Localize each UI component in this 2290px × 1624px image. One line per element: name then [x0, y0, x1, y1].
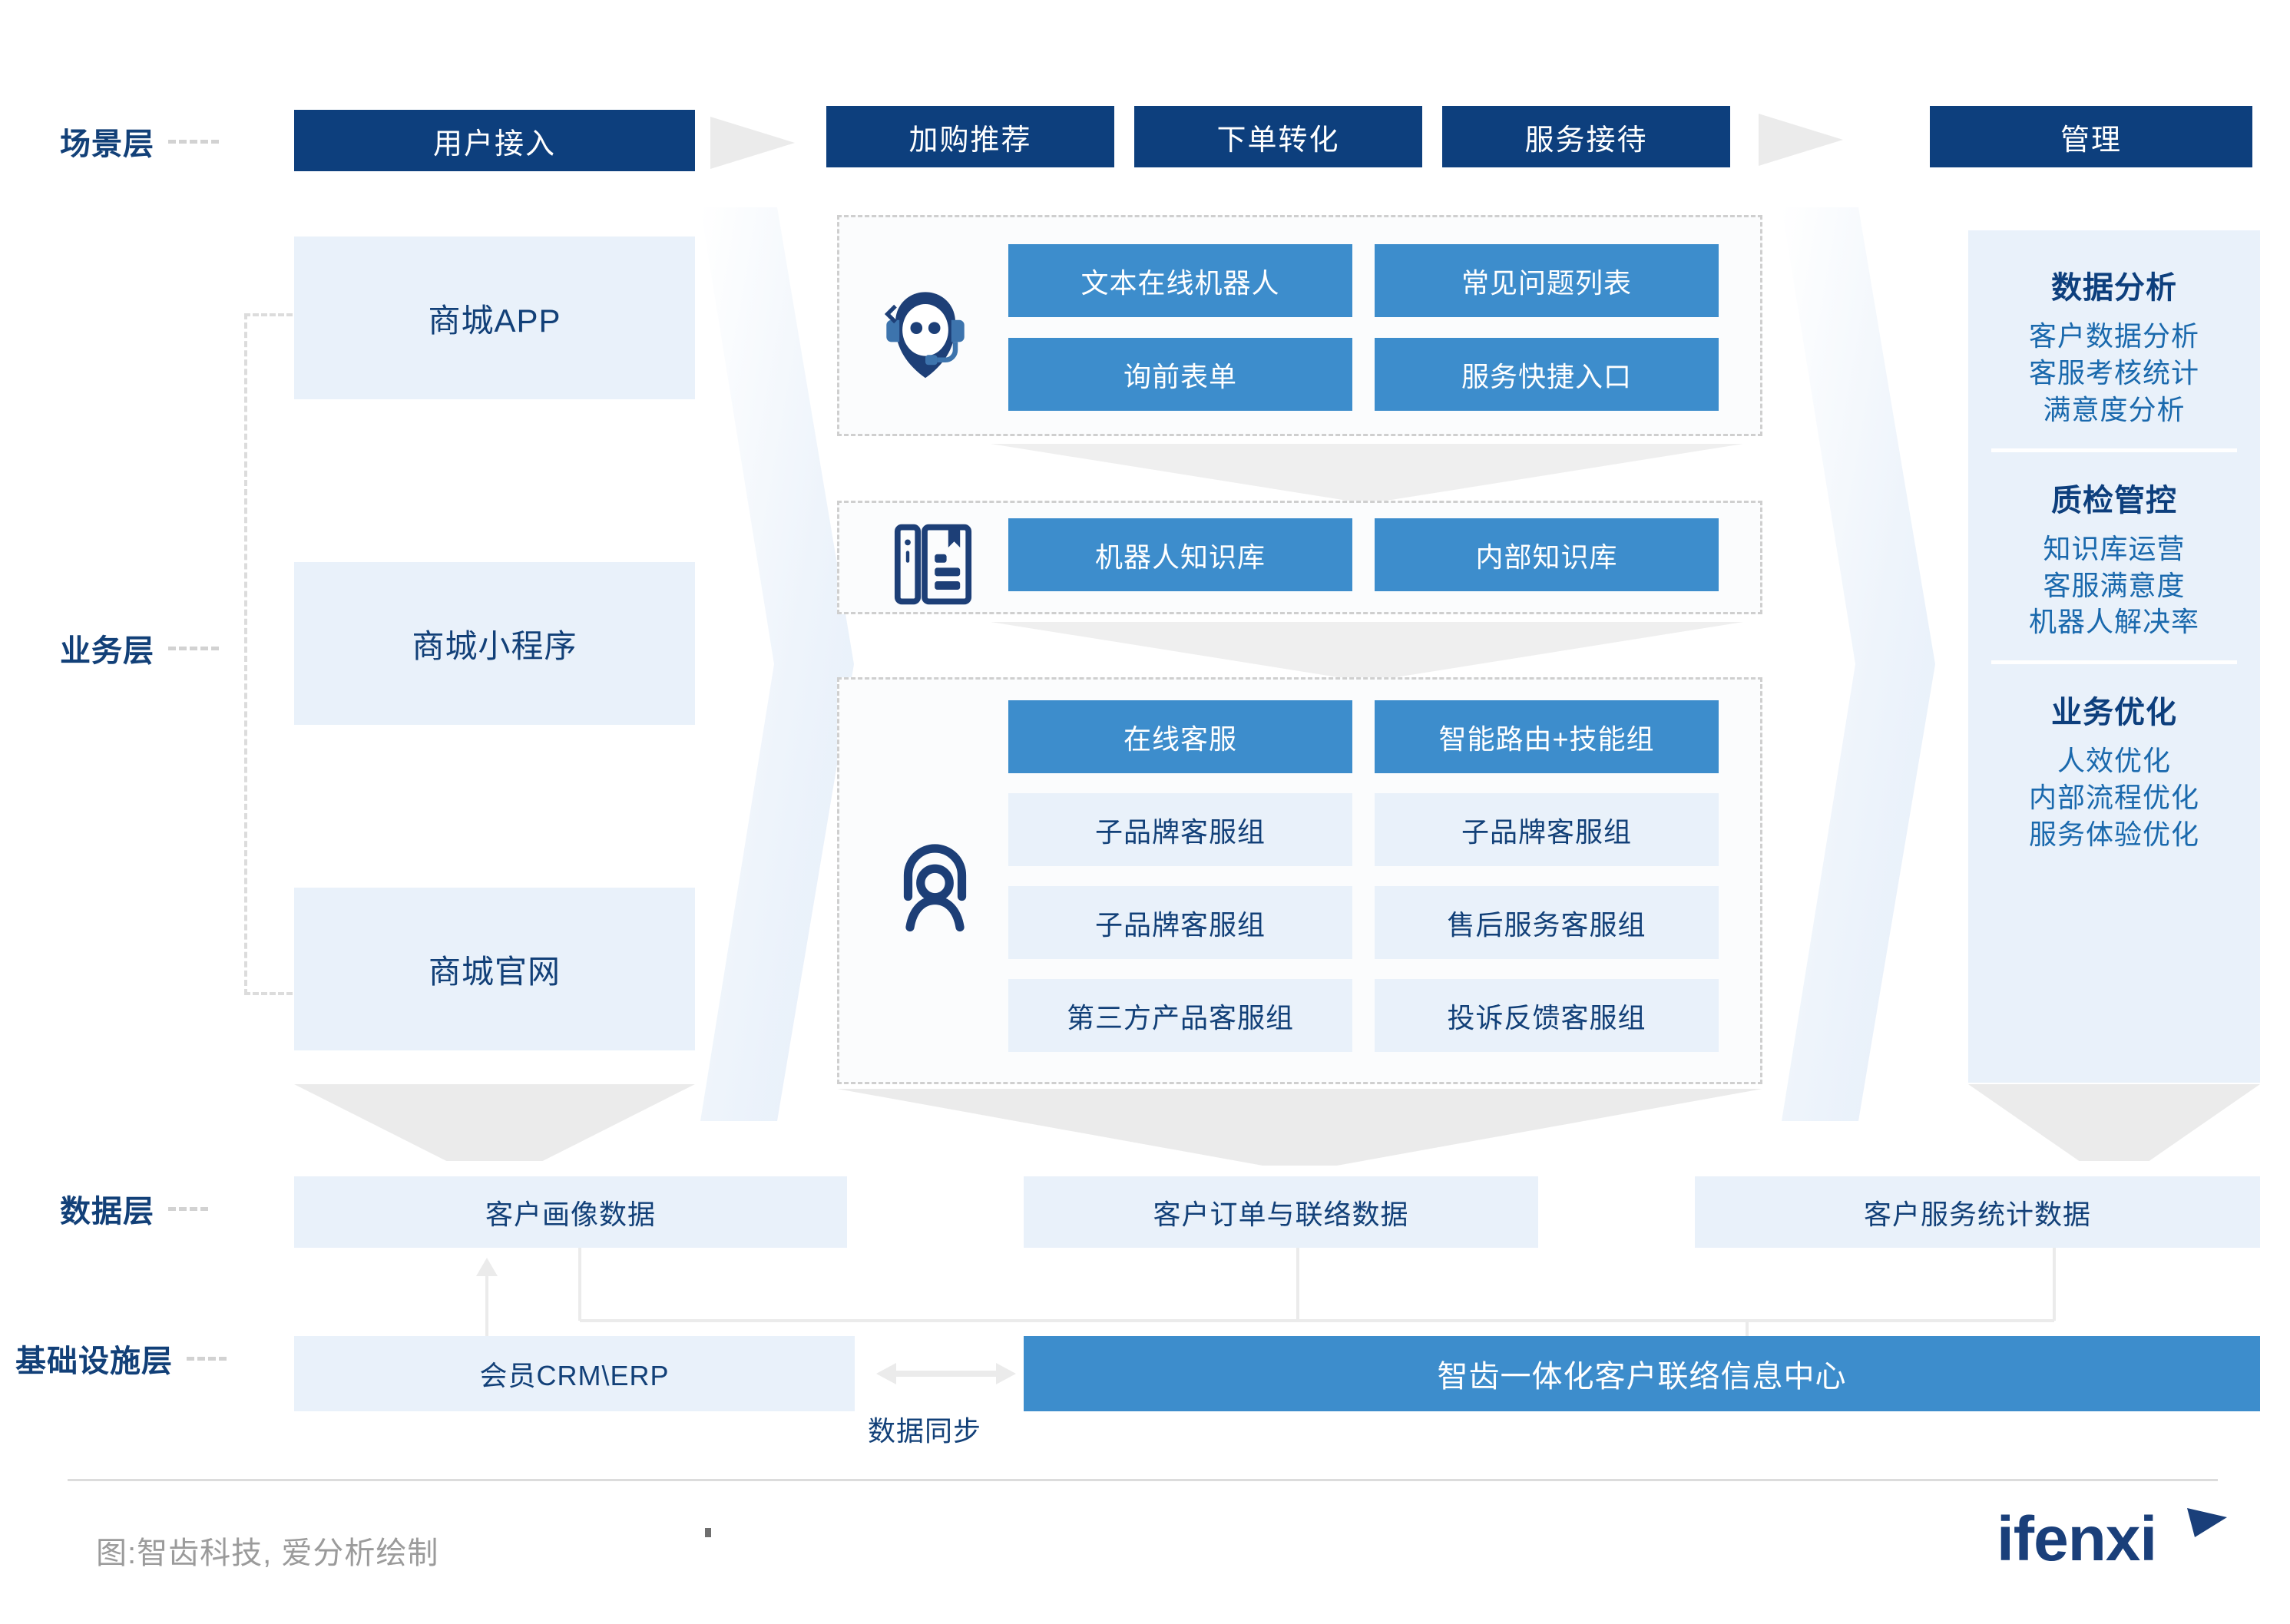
scenario-box-order-conversion[interactable]: 下单转化 [1134, 106, 1422, 167]
agent-box-complaints[interactable]: 投诉反馈客服组 [1375, 979, 1719, 1052]
headset-robot-icon [875, 284, 975, 384]
flow-chevron-left [700, 207, 854, 1121]
agent-box-aftersales[interactable]: 售后服务客服组 [1375, 886, 1719, 959]
scenario-box-user-access[interactable]: 用户接入 [294, 110, 695, 171]
down-arrow-mgmt-to-data [1968, 1084, 2260, 1161]
layer-dash-infrastructure [187, 1356, 227, 1361]
knowledge-box-internal-kb[interactable]: 内部知识库 [1375, 518, 1719, 591]
agent-box-subbrand-1[interactable]: 子品牌客服组 [1008, 793, 1352, 866]
scenario-box-cart-recommend[interactable]: 加购推荐 [826, 106, 1114, 167]
connector-up-shaft [485, 1275, 488, 1351]
svg-text:ifenxi: ifenxi [1997, 1507, 2156, 1574]
mgmt-item-quality-3: 机器人解决率 [2028, 606, 2199, 638]
robot-box-text-bot[interactable]: 文本在线机器人 [1008, 244, 1352, 317]
down-arrow-channels-to-data [294, 1084, 695, 1161]
sync-label: 数据同步 [868, 1415, 982, 1447]
agent-person-icon [887, 837, 983, 933]
layer-label-scenario-text: 场景层 [60, 127, 154, 161]
layer-label-infrastructure: 基础设施层 [15, 1336, 227, 1381]
mgmt-title-quality: 质检管控 [2051, 483, 2177, 518]
group-connector-1 [991, 444, 1743, 504]
mgmt-divider-2 [1991, 660, 2237, 665]
scenario-flow-arrow-2 [1759, 114, 1843, 166]
knowledge-box-robot-kb[interactable]: 机器人知识库 [1008, 518, 1352, 591]
agent-box-subbrand-3[interactable]: 子品牌客服组 [1008, 886, 1352, 959]
scenario-box-service-reception[interactable]: 服务接待 [1442, 106, 1730, 167]
mgmt-item-data-1: 客户数据分析 [2028, 320, 2199, 352]
channel-box-miniprogram[interactable]: 商城小程序 [294, 562, 695, 725]
robot-box-pre-form[interactable]: 询前表单 [1008, 338, 1352, 411]
mgmt-divider-1 [1991, 448, 2237, 452]
footer-divider [68, 1479, 2218, 1481]
mgmt-item-opt-1: 人效优化 [2057, 745, 2171, 777]
agent-box-online-service[interactable]: 在线客服 [1008, 700, 1352, 773]
agent-box-smart-routing[interactable]: 智能路由+技能组 [1375, 700, 1719, 773]
mgmt-item-quality-1: 知识库运营 [2043, 532, 2186, 564]
robot-box-quick-entry[interactable]: 服务快捷入口 [1375, 338, 1719, 411]
data-box-orders-contacts[interactable]: 客户订单与联络数据 [1024, 1176, 1538, 1248]
layer-label-scenario: 场景层 [60, 119, 219, 164]
data-box-service-stats[interactable]: 客户服务统计数据 [1695, 1176, 2260, 1248]
knowledge-book-icon [891, 522, 975, 607]
agent-box-subbrand-2[interactable]: 子品牌客服组 [1375, 793, 1719, 866]
connector-up-arrowhead [476, 1258, 498, 1276]
infra-box-crm-erp[interactable]: 会员CRM\ERP [294, 1336, 855, 1411]
footer-dot [705, 1528, 711, 1537]
channel-box-app[interactable]: 商城APP [294, 236, 695, 399]
sync-double-arrow-icon [873, 1363, 1019, 1384]
flow-chevron-right [1782, 207, 1935, 1121]
mgmt-title-business-opt: 业务优化 [2051, 696, 2177, 730]
mgmt-item-data-3: 满意度分析 [2043, 393, 2186, 425]
connector-bus-horizontal [580, 1319, 2054, 1322]
channel-bracket [244, 313, 301, 995]
connector-drop-left [578, 1248, 581, 1321]
ifenxi-logo: ifenxi [1997, 1504, 2242, 1583]
group-connector-2 [991, 622, 1743, 682]
agent-box-third-party[interactable]: 第三方产品客服组 [1008, 979, 1352, 1052]
robot-box-faq-list[interactable]: 常见问题列表 [1375, 244, 1719, 317]
mgmt-item-opt-3: 服务体验优化 [2028, 819, 2199, 850]
connector-drop-right [2053, 1248, 2056, 1321]
scenario-flow-arrow-1 [710, 117, 795, 169]
mgmt-item-opt-2: 内部流程优化 [2028, 782, 2199, 814]
mgmt-title-data-analysis: 数据分析 [2051, 271, 2177, 305]
layer-label-data-text: 数据层 [60, 1195, 154, 1229]
management-panel: 数据分析 客户数据分析 客服考核统计 满意度分析 质检管控 知识库运营 客服满意… [1968, 230, 2260, 1083]
scenario-box-management[interactable]: 管理 [1930, 106, 2252, 167]
down-arrow-center-to-data [837, 1089, 1762, 1166]
connector-drop-middle [1296, 1248, 1299, 1321]
layer-dash-data [168, 1206, 208, 1211]
layer-label-business: 业务层 [60, 626, 219, 670]
footer-source-text: 图:智齿科技, 爱分析绘制 [96, 1536, 439, 1570]
mgmt-item-quality-2: 客服满意度 [2043, 569, 2186, 601]
layer-dash-scenario [168, 139, 219, 144]
mgmt-item-data-2: 客服考核统计 [2028, 356, 2199, 389]
channel-box-website[interactable]: 商城官网 [294, 888, 695, 1050]
layer-dash-business [168, 646, 219, 650]
data-box-customer-profile[interactable]: 客户画像数据 [294, 1176, 847, 1248]
layer-label-infrastructure-text: 基础设施层 [15, 1345, 173, 1378]
layer-label-business-text: 业务层 [60, 634, 154, 668]
infra-box-contact-center[interactable]: 智齿一体化客户联络信息中心 [1024, 1336, 2260, 1411]
layer-label-data: 数据层 [60, 1186, 208, 1231]
